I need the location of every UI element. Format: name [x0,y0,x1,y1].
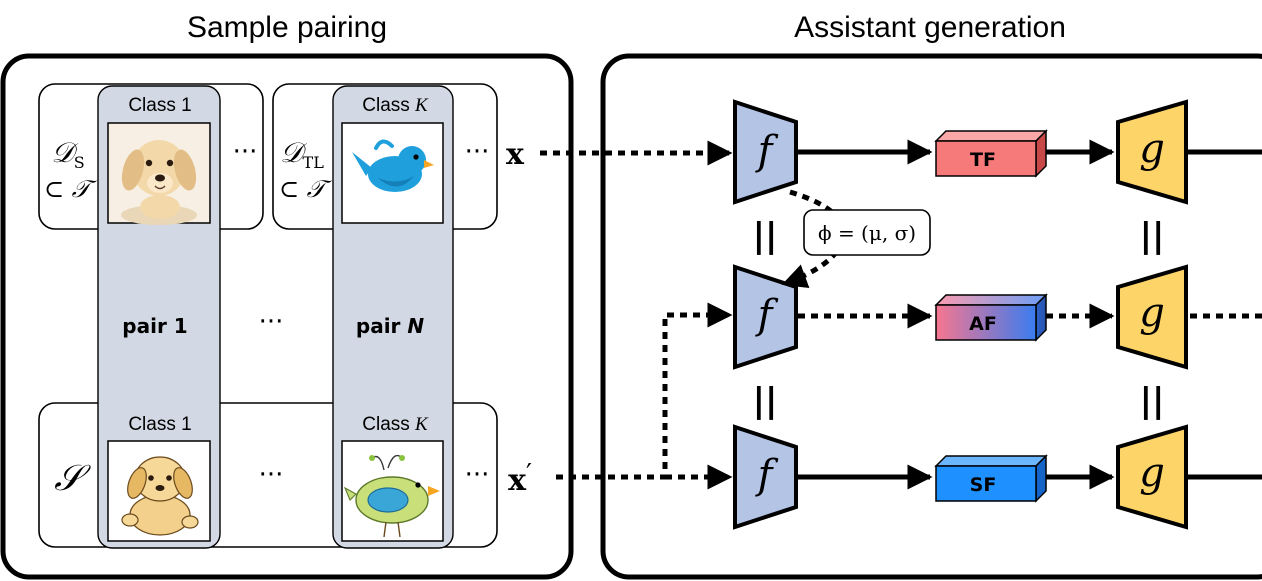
stats-label-box [803,209,931,256]
shared-weights-f-upper: || [753,216,778,256]
svg-text:g: g [1139,290,1165,336]
right-panel-frame [600,53,1262,580]
ellipsis-top-middle: ··· [233,137,258,167]
tf-feature-box: TF [934,129,1048,178]
class-label-k-top: Class K [362,95,429,116]
cartoon-bird-icon [341,440,444,542]
decoder-bottom: g [1116,424,1188,530]
right-panel-title: Assistant generation [794,11,1066,44]
af-feature-box: AF [934,293,1048,342]
ellipsis-pairs: ··· [259,307,284,337]
encoder-top: f [733,99,798,205]
svg-text:g: g [1139,126,1165,172]
left-panel-frame [0,53,574,580]
sf-feature-box: SF [934,454,1048,503]
decoder-top: g [1116,99,1188,205]
x-prime-to-assistant-arrow [556,302,733,480]
cartoon-puppy-icon [107,440,211,542]
pair-label-1: pair 1 [122,314,187,338]
stats-label: ϕ = (μ, σ) [818,221,916,245]
input-x: x [506,137,525,172]
assistant-generation-panel: Assistant generation f f f g g [540,11,1262,580]
pair-label-n: pair N [356,314,425,338]
decoder-middle: g [1116,264,1188,370]
left-panel-title: Sample pairing [187,11,387,44]
svg-text:g: g [1139,450,1165,496]
encoder-middle: f [733,264,798,370]
encoder-bottom: f [733,424,798,530]
svg-text:TF: TF [970,149,996,171]
input-x-prime: x′ [508,459,532,498]
class-label-k-bottom: Class K [362,414,429,435]
class-label-1-top: Class 1 [128,95,191,116]
target-subset-label: ⊂ 𝒯 [279,175,333,203]
shared-weights-g-upper: || [1140,216,1165,256]
shared-weights-f-lower: || [753,381,778,421]
source-subset-label: ⊂ 𝒯 [44,175,98,203]
ellipsis-bottom-middle: ··· [259,460,284,490]
bluebird-icon [341,122,444,224]
puppy-photo-icon [107,122,211,225]
class-label-1-bottom: Class 1 [128,414,191,435]
sample-pairing-panel: Sample pairing Class 1 Class K Class 1 C… [0,11,574,580]
shared-weights-g-lower: || [1140,381,1165,421]
svg-text:AF: AF [969,313,997,335]
ellipsis-bottom-right: ··· [465,460,490,490]
svg-text:SF: SF [970,474,997,496]
ellipsis-top-right: ··· [465,137,490,167]
